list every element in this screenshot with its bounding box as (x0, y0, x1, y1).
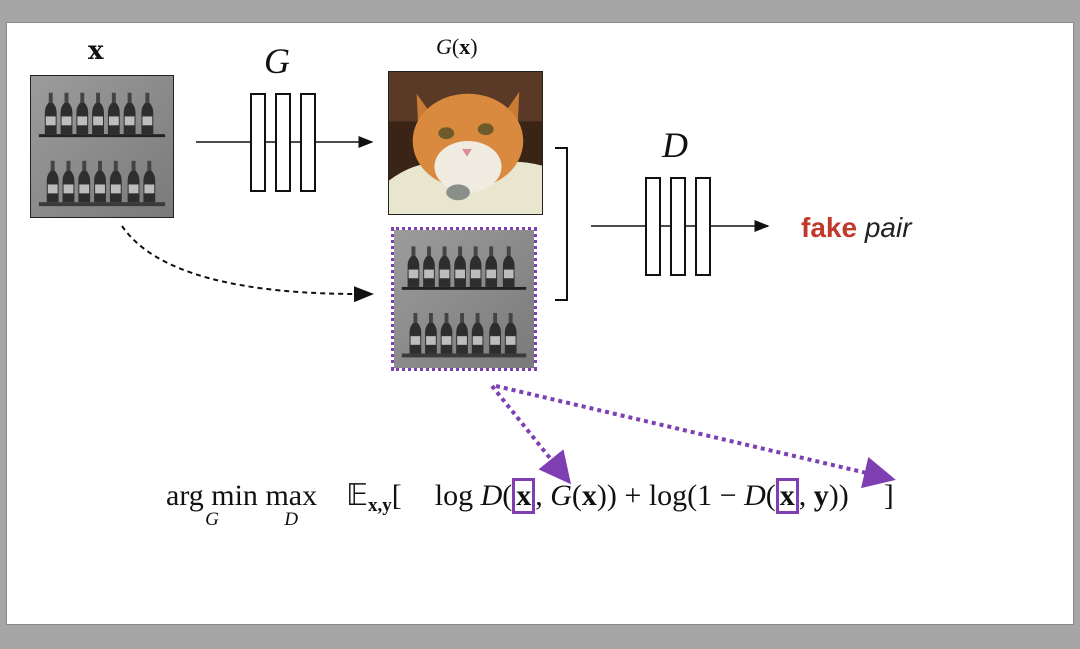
log-term-2: )) + log(1 − (596, 479, 745, 512)
input-copy-photo-bottles (391, 227, 537, 371)
D-term-2: D (744, 479, 766, 512)
generated-fn: G (436, 34, 452, 59)
argmin-subscript: G (205, 509, 219, 530)
boxed-x-2: x (775, 478, 799, 514)
bottles-copy-image (394, 230, 534, 368)
discriminator-layer-3 (695, 177, 711, 276)
expectation-symbol: 𝔼 (346, 479, 368, 512)
expectation-subscript: x,y (367, 495, 392, 516)
generated-photo-cat (388, 71, 543, 215)
generator-layer-3 (300, 93, 316, 192)
y-term: y (813, 479, 829, 512)
generated-arg: x (459, 34, 471, 59)
generated-output-label: G(x) (436, 34, 478, 59)
generator-layer-2 (275, 93, 291, 192)
input-label: x (88, 36, 104, 66)
boxed-x-1: x (512, 478, 536, 514)
x-term-2: x (581, 479, 597, 512)
generator-layer-1 (250, 93, 266, 192)
close-bracket: ] (883, 479, 894, 512)
input-photo-bottles (30, 75, 174, 218)
G-term: G (550, 479, 572, 512)
verdict-label: fake pair (801, 212, 912, 244)
discriminator-layer-1 (645, 177, 661, 276)
generator-label: G (264, 41, 290, 81)
verdict-pair: pair (864, 212, 912, 243)
bottles-image (31, 76, 173, 217)
log-term-1: log (434, 479, 474, 512)
max-subscript: D (284, 509, 299, 530)
discriminator-label: D (662, 125, 688, 165)
open-bracket: [ (391, 479, 402, 512)
verdict-fake: fake (801, 212, 858, 243)
cat-image (389, 72, 542, 214)
discriminator-layer-2 (670, 177, 686, 276)
D-term-1: D (480, 479, 503, 512)
